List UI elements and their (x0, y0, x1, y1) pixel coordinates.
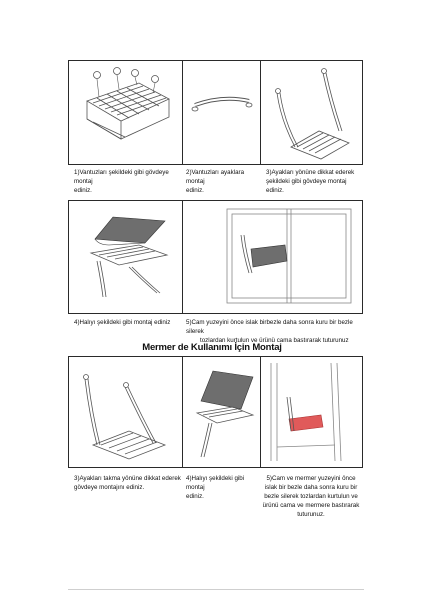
bottom-divider (68, 589, 364, 590)
step-3-illustration (275, 68, 350, 160)
step-4-illustration (89, 216, 169, 298)
step-3-panel (260, 60, 363, 165)
step-5-panel (182, 200, 363, 314)
marble-step-3-illustration (83, 374, 167, 460)
step-1-caption: 1)Vantuzları şekildeki gibi gövdeye mont… (74, 169, 169, 194)
step-5-illustration (226, 208, 352, 304)
step-2-illustration (191, 96, 253, 112)
step-2-panel (182, 60, 262, 165)
marble-step-4-panel (182, 356, 262, 468)
section-title: Mermer de Kullanımı İçin Montaj (142, 342, 282, 353)
step-4-caption: 4)Halıyı şekildeki gibi montaj ediniz (74, 319, 171, 326)
step-4-panel (68, 200, 184, 314)
marble-step-5-panel (260, 356, 363, 468)
marble-step-3-panel (68, 356, 184, 468)
marble-step-4-illustration (195, 370, 255, 458)
marble-step-5-illustration (270, 362, 342, 462)
step-1-panel (68, 60, 184, 165)
step-5-caption: 5)Cam yuzeyini önce islak birbezle daha … (186, 319, 353, 344)
step-1-illustration (86, 67, 170, 140)
